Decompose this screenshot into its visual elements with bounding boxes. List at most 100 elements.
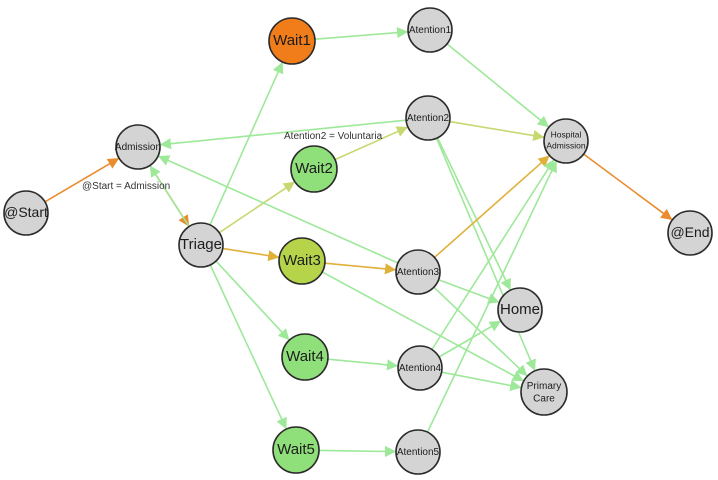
node-circle-atention4[interactable] — [397, 345, 443, 391]
node-wait5[interactable]: Wait5 — [272, 426, 320, 474]
node-label-line: Admission — [115, 142, 161, 153]
node-label-wait1: Wait1 — [273, 32, 311, 49]
node-label-line: Wait3 — [283, 252, 321, 269]
edges-layer — [44, 27, 673, 458]
edge-start-to-admission — [44, 158, 120, 203]
node-label-atention3: Atention3 — [397, 267, 440, 278]
node-circle-atention5[interactable] — [395, 429, 441, 475]
edge-atention4-to-hospital — [431, 159, 555, 350]
edge-atention2-to-hospital — [449, 120, 545, 142]
node-label-line: Wait4 — [286, 348, 324, 365]
node-circle-wait5[interactable] — [272, 426, 320, 474]
edge-label-start-admission: @Start = Admission — [82, 181, 170, 192]
edge-label-wait2-atention2: Atention2 = Voluntaria — [284, 131, 383, 142]
edge-wait2-to-atention2 — [334, 126, 409, 161]
node-circle-home[interactable] — [497, 287, 543, 333]
node-label-line: @Start — [4, 204, 48, 220]
node-label-line: Atention4 — [399, 363, 442, 374]
node-label-line: Care — [533, 393, 555, 404]
node-circle-wait3[interactable] — [278, 237, 326, 285]
edge-triage-to-wait5 — [209, 264, 287, 430]
edge-wait3-to-primary — [321, 271, 524, 382]
edge-atention4-to-primary — [441, 371, 522, 391]
node-atention3[interactable]: Atention3 — [395, 249, 441, 295]
edge-triage-to-wait1 — [209, 61, 284, 226]
node-circle-primary[interactable] — [520, 368, 568, 416]
node-atention5[interactable]: Atention5 — [395, 429, 441, 475]
node-circle-atention1[interactable] — [407, 7, 453, 53]
node-label-line: Atention5 — [397, 447, 440, 458]
edge-wait3-to-atention3 — [324, 262, 397, 275]
edge-atention2-to-admission — [159, 119, 407, 150]
node-label-wait5: Wait5 — [277, 441, 315, 458]
node-label-line: Atention2 — [407, 113, 450, 124]
node-label-line: Wait1 — [273, 32, 311, 49]
node-triage[interactable]: Triage — [178, 222, 224, 268]
node-label-atention4: Atention4 — [399, 363, 442, 374]
node-circle-start[interactable] — [3, 190, 49, 236]
node-circle-admission[interactable] — [115, 124, 161, 170]
node-label-line: Admission — [546, 141, 585, 151]
edge-triage-to-wait3 — [222, 247, 280, 262]
edge-atention2-to-home — [436, 137, 511, 291]
edge-atention4-to-home — [438, 320, 502, 358]
edge-wait4-to-atention4 — [327, 358, 399, 371]
node-circle-wait4[interactable] — [281, 333, 329, 381]
node-circle-wait2[interactable] — [290, 145, 338, 193]
edge-labels-layer: @Start = Admission Atention2 = Voluntari… — [82, 131, 383, 192]
edge-triage-to-wait4 — [215, 260, 290, 341]
edge-atention2-to-primary — [435, 137, 536, 371]
node-label-line: Triage — [180, 236, 222, 253]
node-atention1[interactable]: Atention1 — [407, 7, 453, 53]
node-label-line: Atention1 — [409, 25, 452, 36]
edge-atention3-to-hospital — [433, 155, 550, 258]
node-label-wait4: Wait4 — [286, 348, 324, 365]
edge-wait1-to-atention1 — [314, 27, 409, 40]
node-label-triage: Triage — [180, 236, 222, 253]
node-wait1[interactable]: Wait1 — [268, 17, 316, 65]
node-wait2[interactable]: Wait2 — [290, 145, 338, 193]
node-label-atention5: Atention5 — [397, 447, 440, 458]
node-end[interactable]: @End — [667, 210, 713, 256]
node-label-admission: Admission — [115, 142, 161, 153]
node-label-line: Home — [500, 301, 540, 318]
node-atention2[interactable]: Atention2 — [405, 95, 451, 141]
node-circle-atention2[interactable] — [405, 95, 451, 141]
node-label-line: Wait2 — [295, 160, 333, 177]
node-circle-end[interactable] — [667, 210, 713, 256]
node-circle-wait1[interactable] — [268, 17, 316, 65]
node-label-line: Primary — [527, 380, 561, 391]
node-label-line: Atention3 — [397, 267, 440, 278]
node-label-end: @End — [670, 224, 709, 240]
node-label-line: Wait5 — [277, 441, 315, 458]
edge-wait5-to-atention5 — [318, 445, 397, 458]
node-start[interactable]: @Start — [3, 190, 49, 236]
node-label-start: @Start — [4, 204, 48, 220]
node-atention4[interactable]: Atention4 — [397, 345, 443, 391]
node-admission[interactable]: Admission — [115, 124, 161, 170]
node-circle-hospital[interactable] — [543, 118, 589, 164]
node-circle-atention3[interactable] — [395, 249, 441, 295]
edge-atention5-to-hospital — [426, 160, 557, 433]
edge-triage-to-wait2 — [218, 181, 296, 234]
edge-atention3-to-primary — [433, 286, 528, 377]
node-label-line: @End — [670, 224, 709, 240]
node-home[interactable]: Home — [497, 287, 543, 333]
node-label-line: Hospital — [551, 130, 582, 140]
node-label-atention2: Atention2 — [407, 113, 450, 124]
node-label-home: Home — [500, 301, 540, 318]
node-label-wait3: Wait3 — [283, 252, 321, 269]
node-circle-triage[interactable] — [178, 222, 224, 268]
edge-atention3-to-admission — [157, 155, 399, 264]
edge-atention1-to-hospital — [446, 43, 550, 128]
node-wait4[interactable]: Wait4 — [281, 333, 329, 381]
edge-atention3-to-home — [438, 278, 500, 304]
node-label-wait2: Wait2 — [295, 160, 333, 177]
node-wait3[interactable]: Wait3 — [278, 237, 326, 285]
